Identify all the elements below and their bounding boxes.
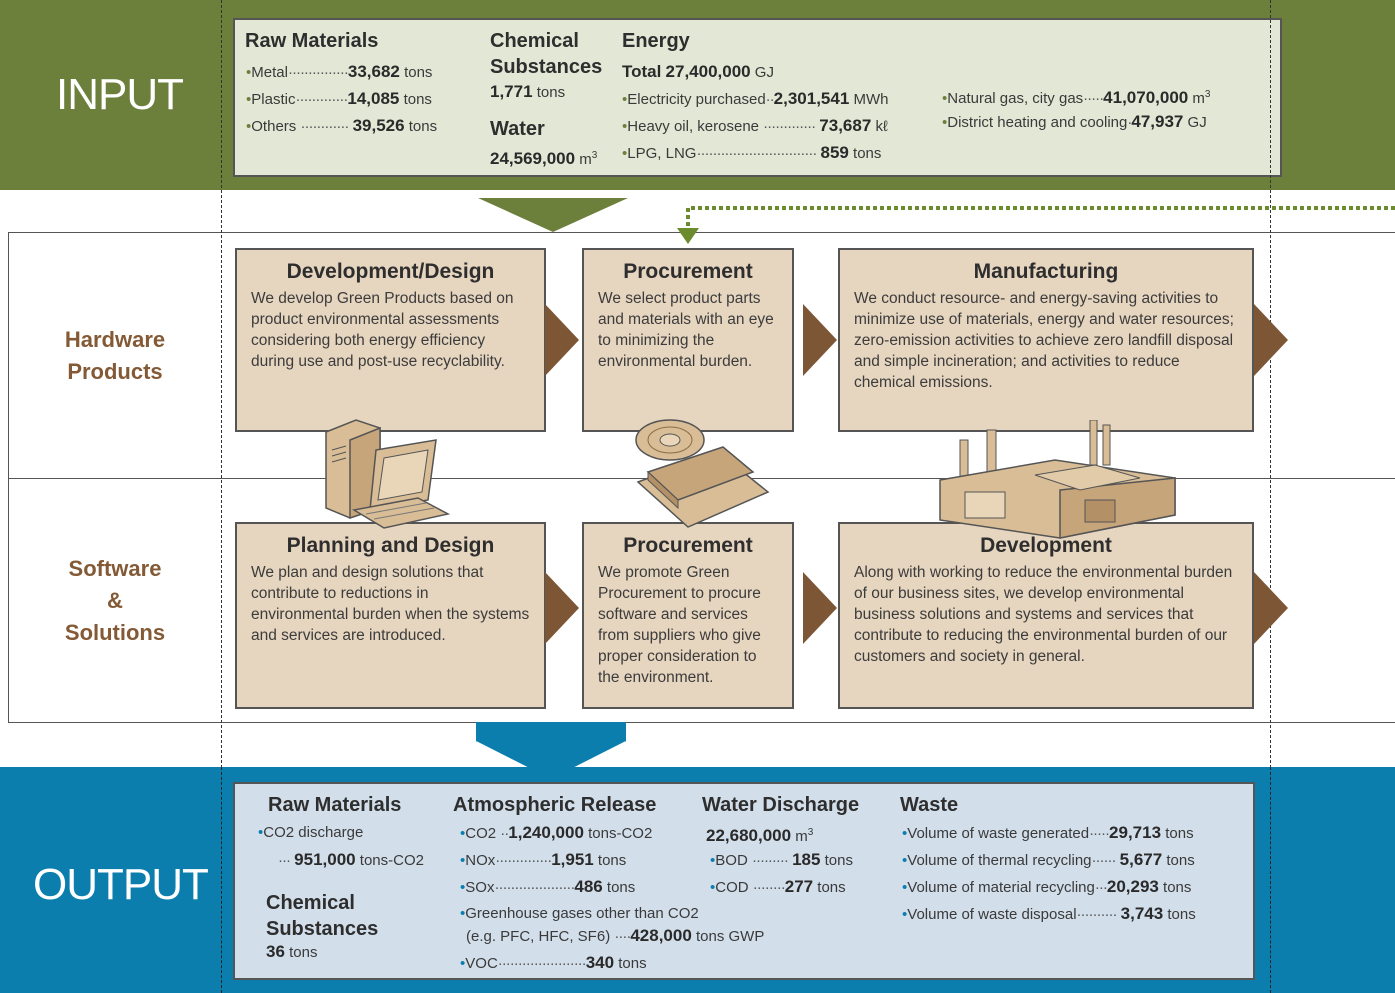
sw-planning-design-box: Planning and Design We plan and design s…: [235, 522, 546, 709]
output-raw-materials-title: Raw Materials: [268, 794, 402, 816]
hw-procurement-box: Procurement We select product parts and …: [582, 248, 794, 432]
feedback-loop-line: [677, 206, 1395, 244]
output-waste-title: Waste: [900, 794, 959, 816]
box-title: Procurement: [623, 534, 753, 557]
guide-line-left-lower: [221, 767, 222, 993]
box-title: Procurement: [623, 260, 753, 283]
input-raw-item: •Plastic·············14,085 tons: [246, 89, 432, 108]
box-text: We develop Green Products based on produ…: [251, 290, 514, 370]
factory-illustration: [939, 420, 1176, 539]
sw-procurement-box: Procurement We promote Green Procurement…: [582, 522, 794, 709]
output-atmo-item: •VOC······················340 tons: [460, 953, 647, 972]
input-raw-materials-title: Raw Materials: [245, 30, 379, 52]
box-title: Development: [980, 534, 1112, 557]
output-waste-item: •Volume of waste disposal·········· 3,74…: [902, 904, 1196, 923]
input-raw-item: •Metal···············33,682 tons: [246, 62, 433, 81]
output-atmo-item: •SOx····················486 tons: [460, 877, 636, 896]
input-energy-item: •Natural gas, city gas·····41,070,000 m3: [942, 88, 1211, 107]
input-down-arrow: [478, 198, 628, 232]
input-chemical-value: 1,771 tons: [490, 82, 566, 101]
output-water-item: •BOD ········· 185 tons: [710, 850, 853, 869]
guide-line-right-lower: [1270, 767, 1271, 993]
input-water-value: 24,569,000 m3: [490, 149, 598, 168]
input-energy-item: •LPG, LNG······························ …: [622, 143, 882, 162]
input-water-title: Water: [490, 118, 545, 140]
input-raw-item: •Others ············ 39,526 tons: [246, 116, 438, 135]
output-waste-item: •Volume of waste generated·····29,713 to…: [902, 823, 1194, 842]
input-energy-title: Energy: [622, 30, 690, 52]
input-energy-item: •Heavy oil, kerosene ············· 73,68…: [622, 116, 888, 135]
flow-arrow: [545, 572, 579, 644]
output-water-title: Water Discharge: [702, 794, 860, 816]
sw-development-box: Development Along with working to reduce…: [838, 522, 1254, 709]
box-text: We promote Green Procurement to procure …: [598, 564, 761, 686]
output-water-total: 22,680,000 m3: [706, 826, 814, 845]
flow-arrow: [545, 304, 579, 376]
output-water-item: •COD ········277 tons: [710, 877, 846, 896]
input-label: INPUT: [56, 70, 184, 119]
box-title: Development/Design: [286, 260, 495, 283]
output-atmo-ghg-value: (e.g. PFC, HFC, SF6) ····428,000 tons GW…: [466, 926, 765, 945]
output-raw-value: ··· 951,000 tons-CO2: [278, 850, 424, 869]
output-atmospheric-title: Atmospheric Release: [453, 794, 657, 816]
input-box: [233, 18, 1282, 177]
hw-development-design-box: Development/Design We develop Green Prod…: [235, 248, 546, 432]
output-atmo-item: •CO2 ··1,240,000 tons-CO2: [460, 823, 653, 842]
box-title: Planning and Design: [286, 534, 495, 557]
guide-line-left: [221, 0, 222, 993]
guide-line-right: [1270, 0, 1271, 993]
output-atmo-item: •NOx··············1,951 tons: [460, 850, 627, 869]
output-raw-item: •CO2 discharge: [258, 824, 364, 841]
box-text: We conduct resource- and energy-saving a…: [854, 290, 1234, 391]
software-row-label: Software&Solutions: [64, 556, 166, 645]
output-label: OUTPUT: [33, 860, 209, 909]
flow-arrow: [803, 572, 837, 644]
input-energy-item: •Electricity purchased··2,301,541 MWh: [622, 89, 889, 108]
hw-manufacturing-box: Manufacturing We conduct resource- and e…: [838, 248, 1254, 432]
output-waste-item: •Volume of thermal recycling······ 5,677…: [902, 850, 1195, 869]
input-energy-item: •District heating and cooling·47,937 GJ: [942, 112, 1207, 131]
output-box: [233, 782, 1255, 980]
box-text: Along with working to reduce the environ…: [854, 564, 1233, 665]
computer-illustration: [325, 419, 451, 529]
box-text: We select product parts and materials wi…: [598, 290, 774, 370]
box-text: We plan and design solutions that contri…: [251, 564, 530, 644]
disc-illustration: [635, 419, 770, 528]
output-chemical-value: 36 tons: [266, 942, 318, 961]
output-waste-item: •Volume of material recycling···20,293 t…: [902, 877, 1192, 896]
flow-arrow: [1254, 304, 1288, 376]
output-atmo-ghg: •Greenhouse gases other than CO2: [460, 905, 699, 922]
input-energy-total: Total 27,400,000 GJ: [622, 62, 774, 81]
flow-arrow: [1254, 572, 1288, 644]
box-title: Manufacturing: [973, 260, 1119, 283]
output-down-arrow: [476, 722, 626, 780]
flow-arrow: [803, 304, 837, 376]
